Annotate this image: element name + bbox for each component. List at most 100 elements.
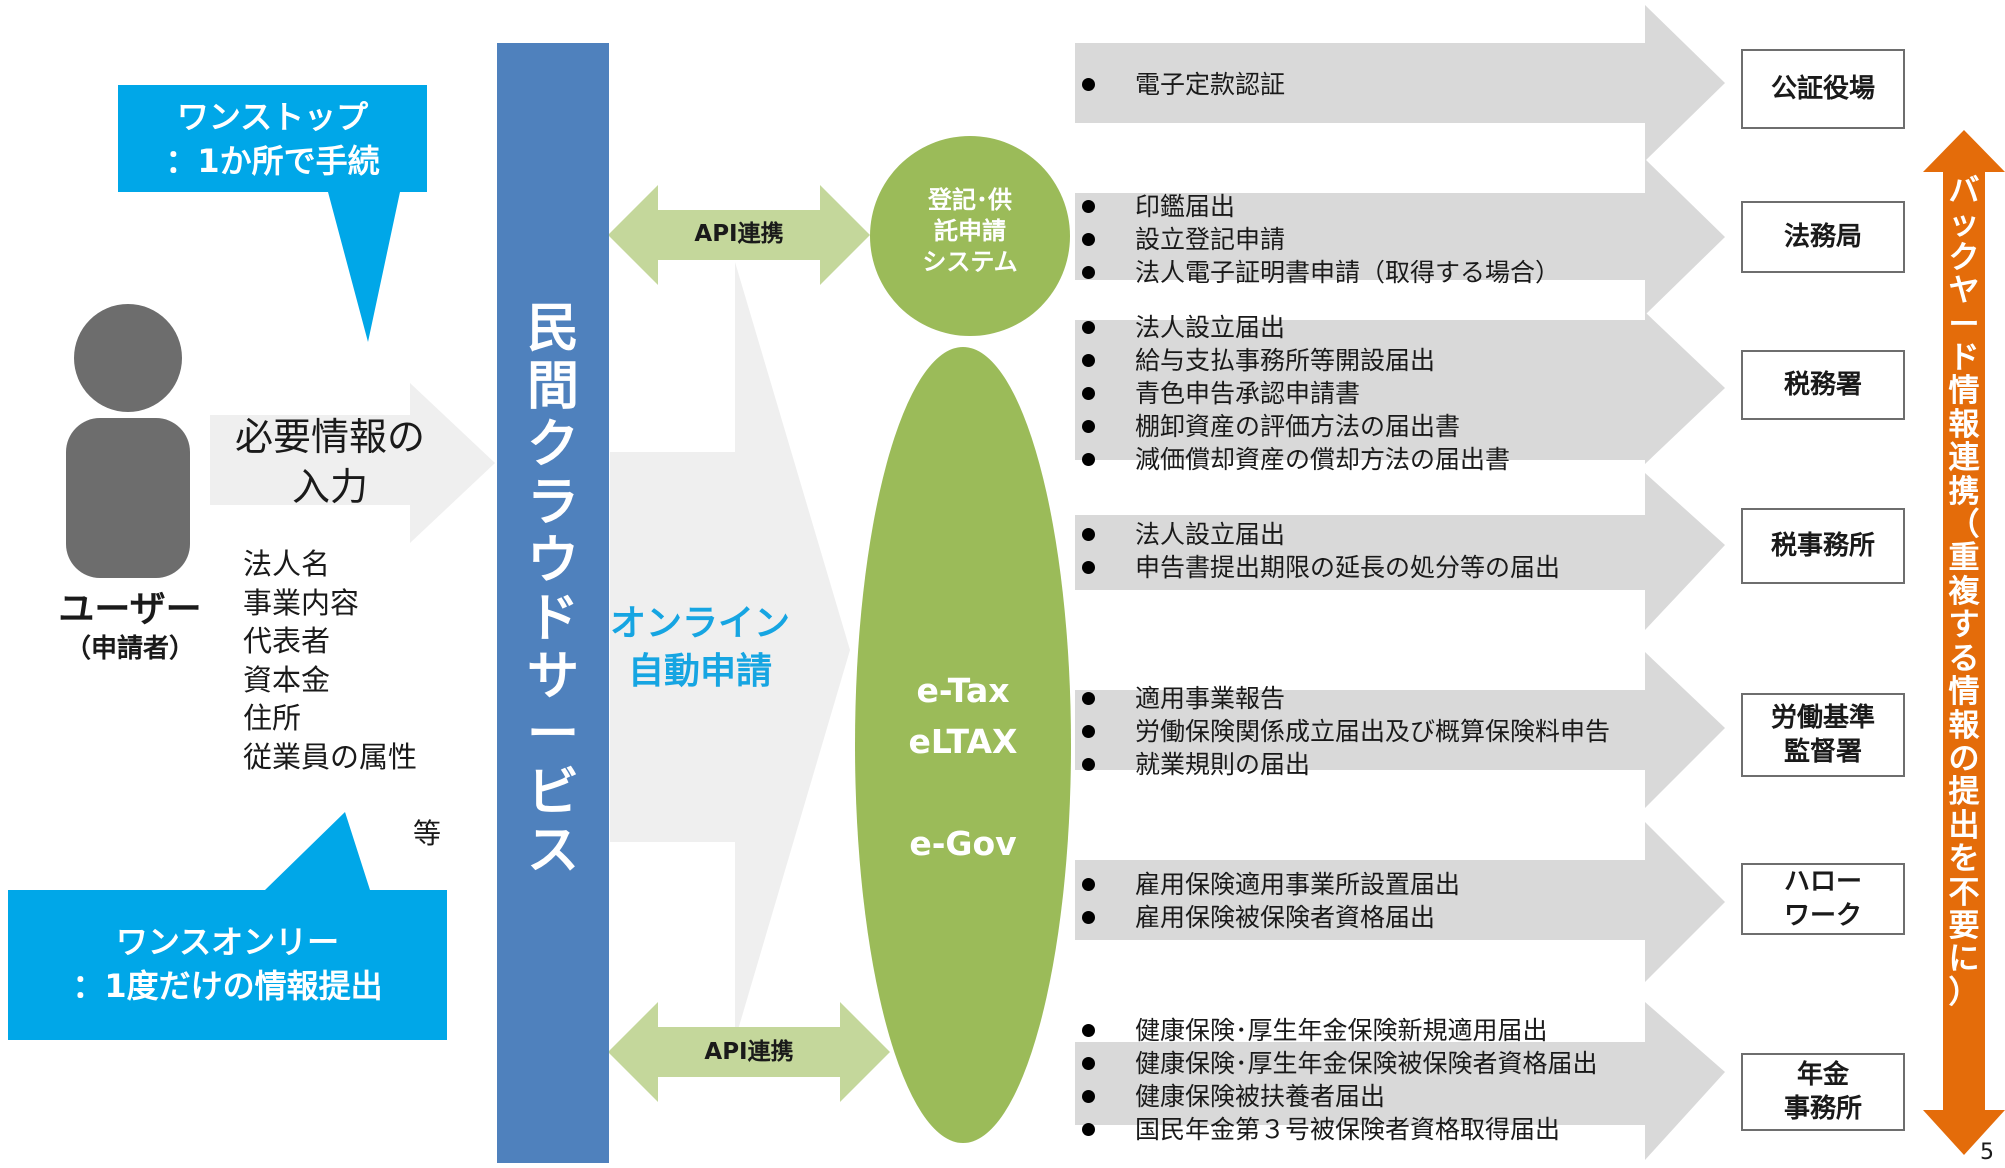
input-title-line-2: 入力 xyxy=(291,465,368,509)
bullet-text: 印鑑届出 xyxy=(1135,192,1236,221)
vertical-char: （ xyxy=(1948,507,1980,544)
destination-arrows xyxy=(1075,5,1725,1160)
bullet-dot xyxy=(1082,233,1095,246)
bullets-labor: 適用事業報告 労働保険関係成立届出及び概算保険料申告 就業規則の届出 xyxy=(1082,682,1610,781)
gov-systems-ellipse xyxy=(855,347,1071,1143)
bullet-item: 雇用保険被保険者資格届出 xyxy=(1082,901,1460,934)
bullet-dot xyxy=(1082,200,1095,213)
dest-arrow-pension xyxy=(1075,1002,1725,1160)
bullet-text: 健康保険･厚生年金保険被保険者資格届出 xyxy=(1135,1049,1598,1078)
user-label-block: ユーザー （申請者） xyxy=(30,588,230,666)
destination-notary-office: 公証役場 xyxy=(1741,49,1905,129)
once-only-title: ワンスオンリー xyxy=(115,923,340,961)
vertical-char: に xyxy=(1948,941,1980,978)
vertical-char: ク xyxy=(1948,239,1980,276)
bullet-item: 法人設立届出 xyxy=(1082,311,1510,344)
bullet-text: 法人設立届出 xyxy=(1135,520,1286,549)
vertical-char: ウ xyxy=(526,531,579,591)
bullet-text: 就業規則の届出 xyxy=(1135,750,1311,779)
cloud-service-bar xyxy=(497,43,609,1163)
bullet-text: 申告書提出期限の延長の処分等の届出 xyxy=(1135,553,1561,582)
api-arrow-top xyxy=(608,185,870,285)
bullet-text: 法人設立届出 xyxy=(1135,313,1286,342)
bullet-item: 雇用保険適用事業所設置届出 xyxy=(1082,868,1460,901)
bullet-item: 労働保険関係成立届出及び概算保険料申告 xyxy=(1082,715,1610,748)
input-title: 必要情報の 入力 xyxy=(215,412,445,512)
bullet-item: 法人電子証明書申請（取得する場合） xyxy=(1082,256,1560,289)
vertical-char: 情 xyxy=(1948,373,1980,410)
bullet-dot xyxy=(1082,561,1095,574)
cloud-service-label: 民間クラウドサービス xyxy=(497,300,609,880)
destination-hello-work: ハロー ワーク xyxy=(1741,863,1905,935)
bullet-item: 印鑑届出 xyxy=(1082,190,1560,223)
vertical-char: ッ xyxy=(1948,206,1980,243)
bullet-dot xyxy=(1082,78,1095,91)
bullet-item: 青色申告承認申請書 xyxy=(1082,377,1510,410)
bullet-dot xyxy=(1082,1123,1095,1136)
vertical-char: ス xyxy=(526,821,579,881)
vertical-char: を xyxy=(1948,841,1980,878)
api-arrow-bottom xyxy=(608,1002,890,1102)
destination-prefectural-tax-office: 税事務所 xyxy=(1741,508,1905,584)
bullets-hellowork: 雇用保険適用事業所設置届出 雇用保険被保険者資格届出 xyxy=(1082,868,1460,934)
user-label: ユーザー xyxy=(58,589,202,630)
bullet-item: 給与支払事務所等開設届出 xyxy=(1082,344,1510,377)
vertical-char: ク xyxy=(526,415,579,475)
input-title-line-1: 必要情報の xyxy=(234,415,425,459)
one-stop-title: ワンストップ xyxy=(176,98,369,136)
bullet-item: 電子定款認証 xyxy=(1082,68,1285,101)
dest-arrow-tax-office xyxy=(1075,473,1725,630)
bullet-item: 申告書提出期限の延長の処分等の届出 xyxy=(1082,551,1560,584)
bullet-text: 雇用保険適用事業所設置届出 xyxy=(1135,870,1461,899)
registry-line-2: 託申請 xyxy=(934,217,1006,245)
vertical-char: ド xyxy=(1948,340,1980,377)
dest-arrow-tax xyxy=(1075,312,1725,464)
registry-system-circle xyxy=(870,136,1070,336)
destination-legal-affairs-bureau: 法務局 xyxy=(1741,201,1905,273)
bullet-item: 法人設立届出 xyxy=(1082,518,1560,551)
bullet-dot xyxy=(1082,878,1095,891)
vertical-char: バ xyxy=(1948,173,1980,209)
vertical-char: ド xyxy=(526,589,579,649)
vertical-char: ビ xyxy=(526,763,579,823)
bullets-tax: 法人設立届出 給与支払事務所等開設届出 青色申告承認申請書 棚卸資産の評価方法の… xyxy=(1082,311,1510,476)
vertical-char: る xyxy=(1948,640,1980,677)
dest-arrow-legal xyxy=(1075,159,1725,315)
bullet-text: 健康保険･厚生年金保険新規適用届出 xyxy=(1135,1016,1548,1045)
bullet-text: 健康保険被扶養者届出 xyxy=(1135,1082,1386,1111)
vertical-char: 携 xyxy=(1948,473,1980,510)
bullets-notary: 電子定款認証 xyxy=(1082,68,1285,101)
one-stop-callout xyxy=(118,85,427,342)
input-item: 法人名 xyxy=(243,547,331,581)
vertical-char: 提 xyxy=(1948,774,1980,811)
bullet-dot xyxy=(1082,528,1095,541)
auto-filing-line-2: 自動申請 xyxy=(627,651,772,692)
vertical-char: 連 xyxy=(1948,440,1980,477)
one-stop-desc: ：1か所で手続 xyxy=(165,142,380,180)
once-only-desc: ：1度だけの情報提出 xyxy=(72,967,383,1005)
bullet-dot xyxy=(1082,1090,1095,1103)
vertical-char: 要 xyxy=(1948,907,1980,944)
bullet-item: 適用事業報告 xyxy=(1082,682,1610,715)
vertical-char: ー xyxy=(1948,306,1980,343)
gov-systems-label: e-Tax eLTAX e-Gov xyxy=(855,665,1071,869)
gov-system-egov: e-Gov xyxy=(909,824,1017,863)
destination-tax-office: 税務署 xyxy=(1741,350,1905,420)
bullets-legal: 印鑑届出 設立登記申請 法人電子証明書申請（取得する場合） xyxy=(1082,190,1560,289)
destination-labor-standards-office: 労働基準 監督署 xyxy=(1741,693,1905,777)
vertical-char: 不 xyxy=(1948,874,1980,911)
input-item: 住所 xyxy=(243,701,302,735)
vertical-char: ラ xyxy=(526,473,579,533)
api-label-bottom: API連携 xyxy=(704,1039,794,1065)
api-label-top: API連携 xyxy=(694,221,784,247)
input-item: 事業内容 xyxy=(243,585,360,620)
bullet-text: 労働保険関係成立届出及び概算保険料申告 xyxy=(1135,717,1611,746)
dest-arrow-labor xyxy=(1075,652,1725,808)
gov-system-etax: e-Tax xyxy=(916,671,1010,710)
bullet-text: 適用事業報告 xyxy=(1135,684,1286,713)
bullet-dot xyxy=(1082,387,1095,400)
auto-filing-label: オンライン 自動申請 xyxy=(610,600,790,696)
dest-arrow-hellowork xyxy=(1075,822,1725,982)
backyard-double-arrow xyxy=(1923,130,2005,1155)
